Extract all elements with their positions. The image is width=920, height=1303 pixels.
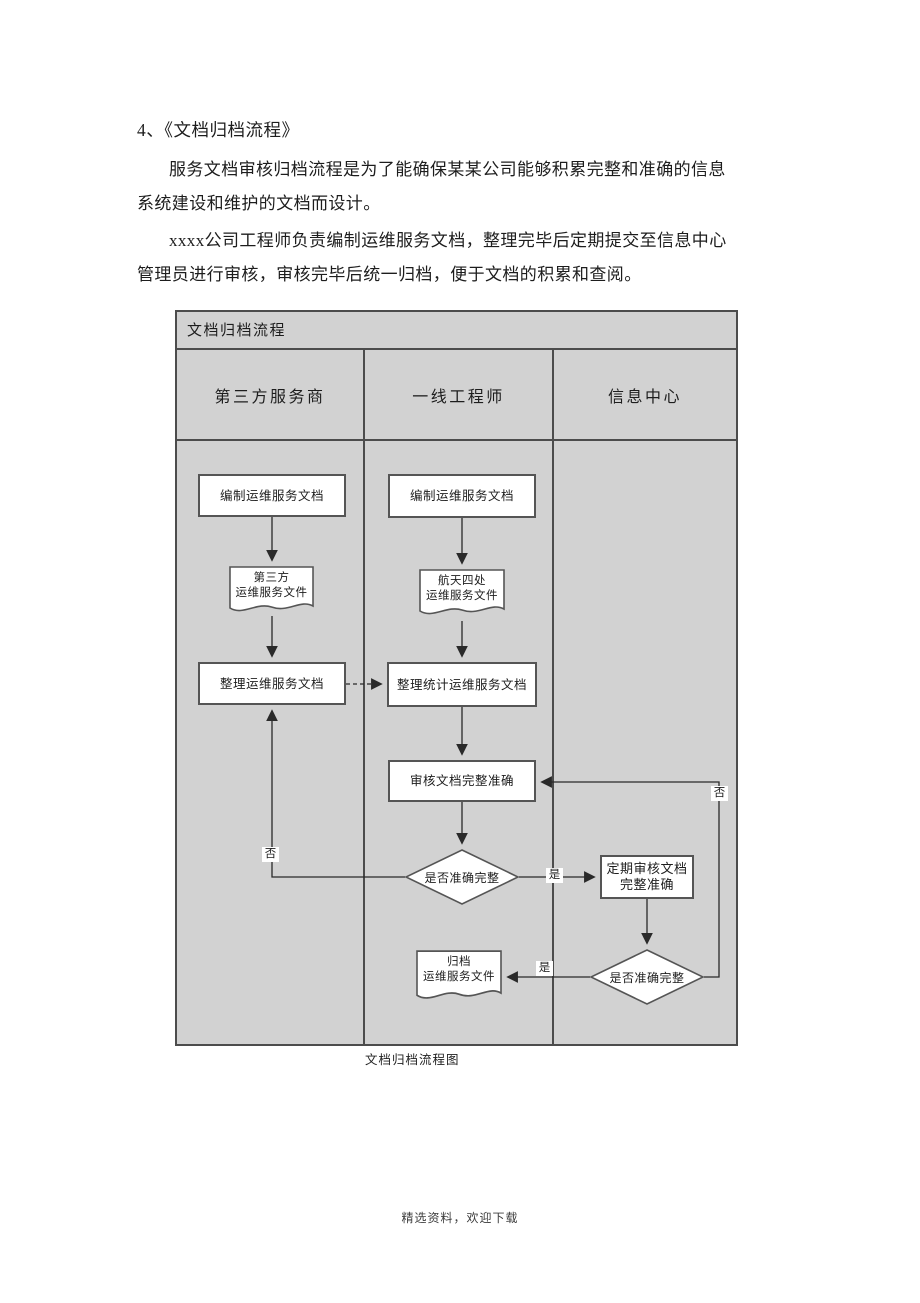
- section-heading: 4、《文档归档流程》: [137, 120, 300, 140]
- edge-label-yes-2: 是: [536, 961, 553, 976]
- node-label: 是否准确完整: [609, 970, 685, 985]
- node-label: 审核文档完整准确: [409, 774, 514, 788]
- document-shape-icon: [229, 566, 314, 612]
- node-label: 归档 运维服务文件: [423, 956, 495, 983]
- lane-header-third-party: 第三方服务商: [214, 388, 326, 406]
- edge-label-no-1: 否: [262, 847, 279, 862]
- node-compile-docs-third-party: 编制运维服务文档: [198, 474, 346, 517]
- node-archive-service-file: 归档 运维服务文件: [416, 950, 502, 1006]
- document-shape-icon: [419, 569, 505, 615]
- node-label: 编制运维服务文档: [409, 489, 514, 503]
- node-compile-docs-engineer: 编制运维服务文档: [388, 474, 536, 518]
- node-periodic-review-docs: 定期审核文档 完整准确: [600, 855, 694, 899]
- header-divider: [177, 439, 736, 441]
- paragraph2-line2: 管理员进行审核，审核完毕后统一归档，便于文档的积累和查阅。: [137, 265, 642, 284]
- node-third-party-service-file: 第三方 运维服务文件: [229, 566, 314, 618]
- figure-caption: 文档归档流程图: [365, 1053, 460, 1067]
- edge-label-yes-1: 是: [546, 868, 563, 883]
- node-label: 第三方 运维服务文件: [235, 572, 308, 599]
- paragraph2-line1: xxxx公司工程师负责编制运维服务文档，整理完毕后定期提交至信息中心: [169, 231, 727, 250]
- flowchart: 文档归档流程 第三方服务商 一线工程师 信息中心: [175, 310, 738, 1046]
- node-label: 编制运维服务文档: [219, 488, 324, 503]
- node-label: 整理运维服务文档: [219, 676, 324, 691]
- paragraph1-line2: 系统建设和维护的文档而设计。: [137, 194, 381, 213]
- document-shape-icon: [416, 950, 502, 999]
- node-label: 整理统计运维服务文档: [396, 677, 527, 692]
- node-label: 是否准确完整: [424, 870, 500, 885]
- paragraph1-line1: 服务文档审核归档流程是为了能确保某某公司能够积累完整和准确的信息: [169, 160, 726, 179]
- diamond-shape-icon: [405, 849, 519, 905]
- node-label: 定期审核文档 完整准确: [606, 861, 688, 892]
- edge-label-no-2: 否: [711, 786, 728, 801]
- node-label: 航天四处 运维服务文件: [426, 575, 498, 602]
- flowchart-title: 文档归档流程: [177, 312, 736, 350]
- lane-header-frontline-engineer: 一线工程师: [412, 388, 505, 406]
- node-review-docs: 审核文档完整准确: [388, 760, 536, 802]
- node-organize-docs: 整理运维服务文档: [198, 662, 346, 705]
- decision-accurate-complete-1: 是否准确完整: [405, 849, 519, 905]
- lane-divider-2: [552, 350, 554, 1044]
- decision-accurate-complete-2: 是否准确完整: [590, 949, 704, 1005]
- lane-divider-1: [363, 350, 365, 1044]
- lane-header-info-center: 信息中心: [607, 388, 682, 406]
- node-organize-statistics-docs: 整理统计运维服务文档: [387, 662, 537, 707]
- page-footer: 精选资料，欢迎下载: [401, 1211, 519, 1225]
- node-aerospace-service-file: 航天四处 运维服务文件: [419, 569, 505, 621]
